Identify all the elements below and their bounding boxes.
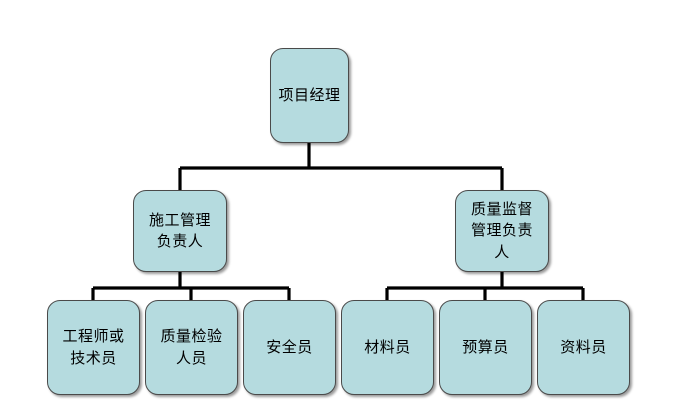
org-node-safety-officer[interactable]: 安全员	[243, 300, 336, 395]
org-node-project-manager[interactable]: 项目经理	[270, 48, 349, 143]
org-node-quality-supervision-management-lead[interactable]: 质量监督 管理负责 人	[455, 190, 549, 272]
org-node-materials-officer[interactable]: 材料员	[341, 300, 434, 395]
org-node-label-quality-inspection-staff: 质量检验 人员	[160, 327, 223, 367]
org-node-label-engineer-or-technician: 工程师或 技术员	[62, 327, 125, 367]
org-node-construction-management-lead[interactable]: 施工管理 负责人	[133, 190, 227, 272]
org-node-label-quality-supervision-management-lead: 质量监督 管理负责 人	[470, 200, 533, 261]
org-node-label-budget-officer: 预算员	[462, 337, 509, 356]
org-node-label-materials-officer: 材料员	[364, 337, 411, 356]
org-node-label-project-manager: 项目经理	[278, 85, 341, 104]
org-node-engineer-or-technician[interactable]: 工程师或 技术员	[47, 300, 140, 395]
org-node-label-safety-officer: 安全员	[266, 337, 313, 356]
org-node-label-documentation-officer: 资料员	[560, 337, 607, 356]
org-node-documentation-officer[interactable]: 资料员	[537, 300, 630, 395]
org-node-budget-officer[interactable]: 预算员	[439, 300, 532, 395]
org-node-label-construction-management-lead: 施工管理 负责人	[148, 210, 211, 250]
org-node-quality-inspection-staff[interactable]: 质量检验 人员	[145, 300, 238, 395]
